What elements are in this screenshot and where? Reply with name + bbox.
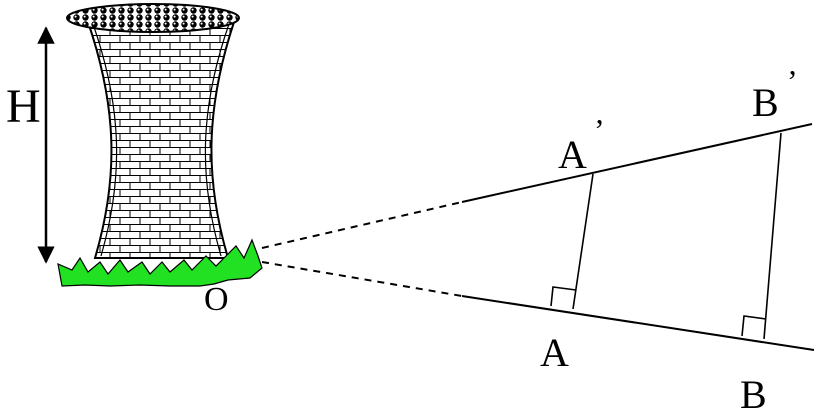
point-b-prime-mark: ’ bbox=[787, 63, 798, 99]
grass-icon bbox=[57, 238, 263, 287]
point-b-label: B bbox=[740, 372, 767, 411]
upper-sight-line-dashed bbox=[261, 201, 463, 249]
brick-tower-icon bbox=[66, 3, 240, 259]
point-b-prime-label: B bbox=[752, 80, 779, 125]
upper-sight-line bbox=[461, 123, 813, 203]
right-angle-mark-b bbox=[741, 315, 767, 337]
segment-a-a-prime bbox=[572, 173, 594, 310]
origin-label: O bbox=[204, 281, 229, 318]
point-a-prime-label: A bbox=[558, 132, 587, 177]
ground-line bbox=[461, 295, 815, 351]
segment-b-b-prime bbox=[763, 132, 782, 340]
height-label: H bbox=[6, 80, 41, 133]
point-a-prime-mark: ’ bbox=[594, 112, 605, 148]
ground-line-dashed bbox=[261, 261, 463, 297]
point-a-label: A bbox=[540, 330, 569, 375]
right-angle-mark-a bbox=[550, 286, 577, 307]
